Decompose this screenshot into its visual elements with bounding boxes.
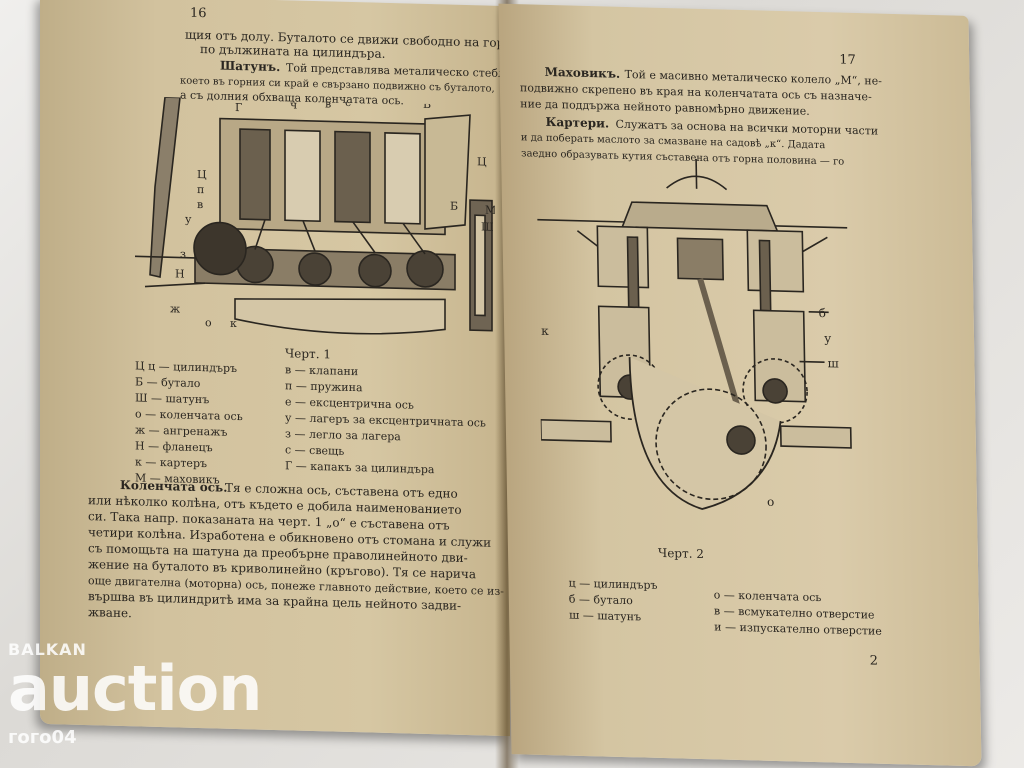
legend-left-fig1: Ц ц — цилиндъръ Б — бутало Ш — шатунъ о … [135, 358, 243, 489]
fig1-label: Ш [481, 220, 494, 233]
signature-number: 2 [869, 653, 879, 669]
makhovik-title: Маховикъ. [544, 64, 621, 81]
legend-right-fig2: о — коленчата ось в — всмукателно отверс… [714, 587, 882, 639]
fig2-label: о [767, 495, 774, 509]
fig1-label: ч [290, 98, 297, 111]
engine-section-fig2: б у ш к о [537, 158, 852, 510]
fig1-label: Ц [197, 168, 207, 181]
left-page: 16 щия отъ долу. Буталото се движи свобо… [40, 0, 556, 737]
fig1-label: с [345, 96, 351, 109]
fig1-label: Б [450, 200, 458, 213]
fig1-label: Ц [477, 155, 487, 168]
right-page: 17 Маховикъ. Той е масивно металическо к… [498, 3, 982, 767]
fig1-label: ж [170, 302, 180, 315]
section-title: Коленчата ось. [120, 477, 228, 495]
legend-item: и — изпускателно отверстие [714, 620, 882, 638]
fig1-label: Н [175, 267, 185, 280]
watermark-username: гого04 [8, 727, 77, 748]
fig1-label: Г [235, 101, 242, 114]
fig1-label: о [205, 316, 212, 329]
legend-item: ш — шатунъ [569, 608, 642, 624]
karter-title: Картери. [545, 114, 610, 131]
fig1-label: в [325, 97, 331, 110]
fig1-label: Б [423, 98, 431, 111]
fig1-label: у [185, 213, 192, 226]
fig2-label: б [819, 306, 826, 320]
page-number-left: 16 [190, 5, 207, 22]
legend-right-fig1: в — клапани п — пружина е — ексцентрична… [285, 362, 486, 479]
legend-left-fig2: ц — цилиндъръ б — бутало ш — шатунъ [568, 576, 658, 626]
fig1-label: М [485, 204, 495, 217]
fig1-label: к [230, 317, 237, 330]
fig2-label: ш [827, 356, 838, 370]
balkan-auction-watermark: BALKAN auction гого04 [8, 640, 262, 748]
figure-caption-1: Черт. 1 [285, 346, 331, 362]
figure-caption-2: Черт. 2 [657, 545, 705, 562]
fig1-label: з [180, 248, 186, 261]
engine-diagram-fig1: Г ч в с Б Ц п в у з Н ж о к Б М Ш Ц [135, 96, 495, 335]
watermark-top-text: BALKAN [8, 640, 87, 659]
fig2-label: у [824, 331, 831, 345]
text-line: жване. [88, 605, 132, 621]
shatun-title: Шатунъ. [220, 58, 281, 75]
fig2-label: к [541, 324, 549, 338]
watermark-logo-text: auction [8, 652, 262, 725]
page-number-right: 17 [839, 52, 856, 68]
fig1-label: п [197, 183, 204, 196]
fig1-label: в [197, 198, 203, 211]
